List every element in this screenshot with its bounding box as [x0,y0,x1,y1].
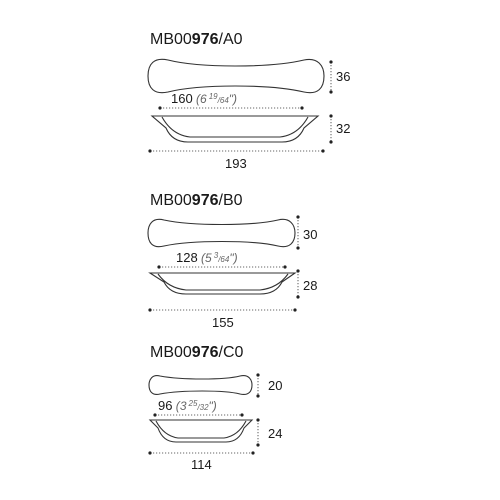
model-label-c0: MB00976/C0 [150,344,244,361]
overall-length-a0: 193 [225,156,247,171]
dim-end-b0-l1 [148,308,152,312]
overall-length-c0: 114 [191,457,212,472]
dim-end-c0-l1 [148,451,152,455]
dim-end-c0-h1b [256,394,260,398]
height-bottom-a0: 32 [336,121,350,136]
dim-end-a0-c1 [158,106,162,110]
handle-side-view-c0 [148,419,254,443]
dim-end-c0-h1a [256,373,260,377]
dim-end-b0-c1 [157,265,161,269]
dim-end-b0-h1b [296,246,300,250]
dim-end-a0-h2b [329,140,333,144]
dim-end-c0-c1 [153,413,157,417]
handle-side-view-a0 [150,115,320,143]
dim-end-a0-l1 [148,149,152,153]
dim-end-a0-c2 [300,106,304,110]
dim-end-b0-l2 [293,308,297,312]
height-top-b0: 30 [303,227,317,242]
dim-end-b0-h2a [296,269,300,273]
dim-end-b0-c2 [283,265,287,269]
model-label-a0: MB00976/A0 [150,31,243,48]
height-bottom-c0: 24 [268,426,282,441]
dim-end-a0-l2 [321,149,325,153]
dim-end-b0-h1a [296,215,300,219]
height-top-c0: 20 [268,378,282,393]
handle-top-view-a0 [147,58,325,94]
handle-top-view-c0 [148,375,253,395]
dim-end-c0-h2b [256,443,260,447]
dim-end-a0-h2a [329,114,333,118]
dim-end-a0-h1b [329,90,333,94]
dim-end-a0-h1a [329,60,333,64]
handle-top-view-b0 [147,218,296,248]
dim-end-c0-h2a [256,418,260,422]
overall-length-b0: 155 [212,315,234,330]
dim-end-c0-c2 [240,413,244,417]
model-label-b0: MB00976/B0 [150,192,243,209]
height-bottom-b0: 28 [303,278,317,293]
height-top-a0: 36 [336,69,350,84]
dim-end-b0-h2b [296,295,300,299]
handle-side-view-b0 [148,272,297,295]
dim-end-c0-l2 [251,451,255,455]
